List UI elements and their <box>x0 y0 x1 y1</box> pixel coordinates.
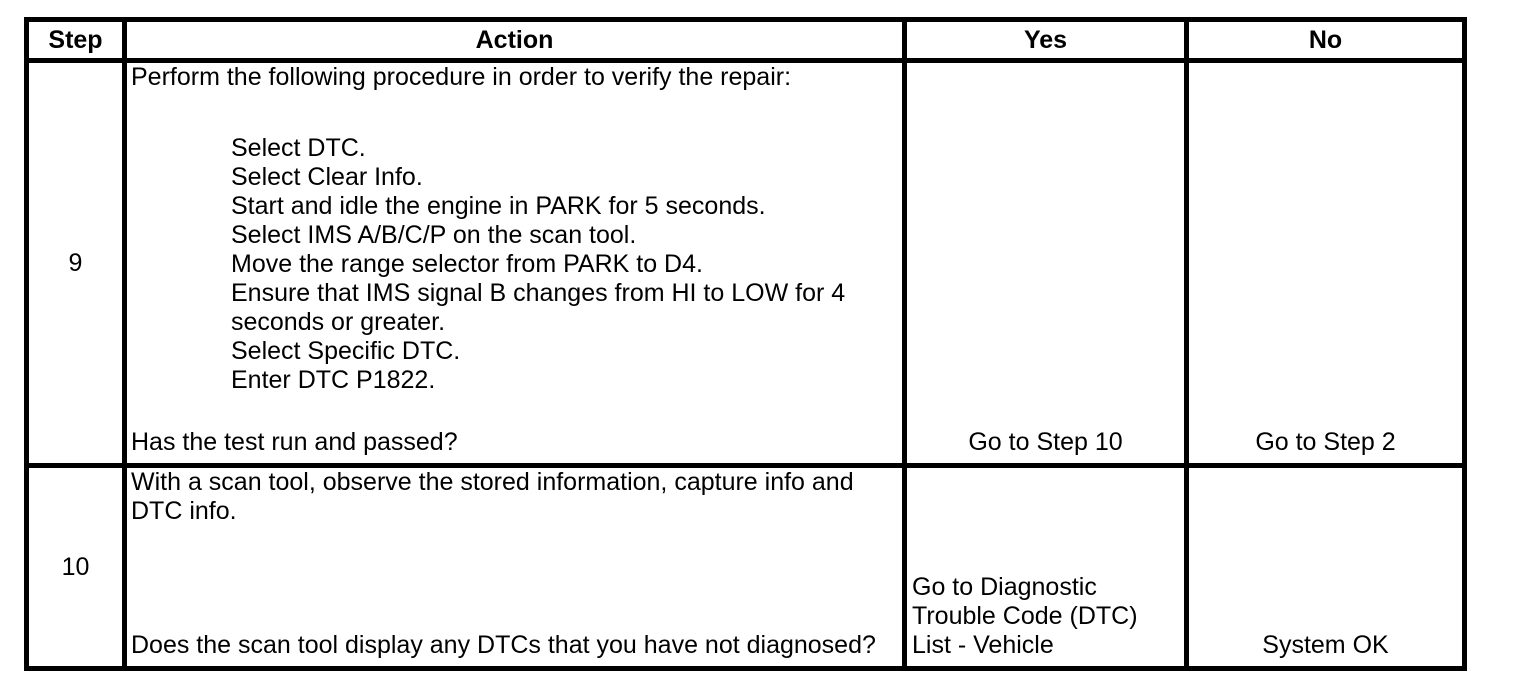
table-row-10-yes-cell: Go to Diagnostic Trouble Code (DTC) List… <box>907 468 1184 666</box>
column-header-yes: Yes <box>907 22 1184 58</box>
action-substep: Start and idle the engine in PARK for 5 … <box>231 192 766 220</box>
column-header-yes-label: Yes <box>1023 25 1068 54</box>
step-number: 10 <box>61 552 90 581</box>
column-header-no: No <box>1189 22 1462 58</box>
action-substep: Enter DTC P1822. <box>231 366 436 394</box>
column-header-action: Action <box>127 22 902 58</box>
action-substep-list: Select DTC. Select Clear Info. Start and… <box>231 134 896 395</box>
table-row-10-step-number: 10 <box>29 468 122 666</box>
action-substep: Select Clear Info. <box>231 163 423 191</box>
table-row-9-action-cell: Perform the following procedure in order… <box>127 63 902 463</box>
action-substep: Move the range selector from PARK to D4. <box>231 250 703 278</box>
column-header-no-label: No <box>1308 25 1343 54</box>
action-question: Has the test run and passed? <box>131 428 458 456</box>
action-question: Does the scan tool display any DTCs that… <box>131 631 876 659</box>
table-row-10-action-cell: With a scan tool, observe the stored inf… <box>127 468 902 666</box>
table-row-9-step-number: 9 <box>29 63 122 463</box>
no-result: Go to Step 2 <box>1255 428 1396 456</box>
action-intro: With a scan tool, observe the stored inf… <box>131 468 854 525</box>
action-substep: Select DTC. <box>231 134 366 162</box>
yes-result: Go to Step 10 <box>968 428 1123 456</box>
column-header-step: Step <box>29 22 122 58</box>
yes-result-line: Trouble Code (DTC) <box>912 602 1138 630</box>
column-header-action-label: Action <box>475 25 554 54</box>
action-substep: Ensure that IMS signal B changes from HI… <box>231 279 846 336</box>
table-row-9-yes-cell: Go to Step 10 <box>907 63 1184 463</box>
yes-result-line: Go to Diagnostic <box>912 573 1097 601</box>
yes-result-line: List - Vehicle <box>912 631 1054 659</box>
action-substep: Select IMS A/B/C/P on the scan tool. <box>231 221 637 249</box>
table-row-9-no-cell: Go to Step 2 <box>1189 63 1462 463</box>
column-header-step-label: Step <box>48 25 103 54</box>
action-substep: Select Specific DTC. <box>231 337 461 365</box>
table-row-10-no-cell: System OK <box>1189 468 1462 666</box>
yes-result: Go to Diagnostic Trouble Code (DTC) List… <box>912 573 1179 660</box>
step-number: 9 <box>68 248 83 277</box>
no-result: System OK <box>1262 631 1389 659</box>
diagnostic-step-table: Step Action Yes No 9 Perform the followi… <box>24 17 1467 671</box>
action-intro: Perform the following procedure in order… <box>131 63 792 91</box>
